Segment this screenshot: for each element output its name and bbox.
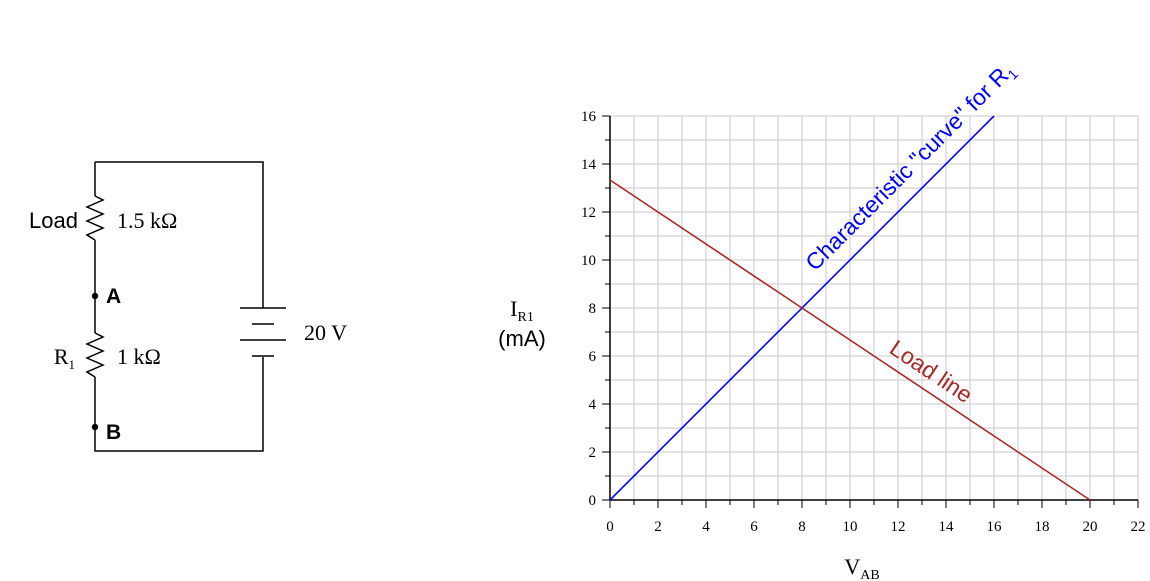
r1-label: R1 [54, 344, 75, 372]
load-value: 1.5 kΩ [117, 208, 177, 233]
x-tick-label: 22 [1131, 519, 1146, 535]
axes [602, 115, 1139, 508]
x-tick-label: 2 [654, 519, 662, 535]
y-tick-label: 4 [589, 397, 597, 413]
x-tick-label: 6 [750, 519, 758, 535]
load-label: Load [29, 208, 78, 233]
y-axis-label: IR1 [510, 296, 534, 325]
y-tick-label: 0 [589, 493, 597, 509]
x-tick-label: 0 [606, 519, 614, 535]
y-tick-label: 10 [581, 253, 596, 269]
r1-resistor [85, 332, 105, 378]
x-tick-label: 20 [1083, 519, 1098, 535]
y-tick-label: 8 [589, 301, 597, 317]
r1-value: 1 kΩ [117, 344, 161, 369]
circuit-diagram [85, 161, 286, 452]
x-axis-label-sub: AB [860, 568, 879, 581]
load-line [609, 179, 1091, 501]
x-tick-label: 8 [798, 519, 806, 535]
y-tick-label: 6 [589, 349, 597, 365]
x-tick-labels: 0 2 4 6 8 10 12 14 16 18 20 22 [606, 519, 1145, 535]
x-axis-label: VAB [844, 554, 879, 581]
x-tick-label: 12 [891, 519, 906, 535]
x-tick-label: 16 [987, 519, 1003, 535]
grid [609, 115, 1139, 501]
load-resistor [85, 195, 105, 241]
wire-r1-to-b [94, 357, 264, 452]
wire-top [95, 161, 264, 308]
characteristic-curve-label: Characteristic "curve" for R1 [800, 56, 1021, 277]
load-line-label: Load line [885, 335, 977, 408]
node-b-dot [91, 423, 99, 431]
x-tick-label: 18 [1035, 519, 1050, 535]
r1-label-sub: 1 [69, 357, 76, 372]
y-tick-label: 12 [581, 205, 596, 221]
x-tick-label: 10 [843, 519, 858, 535]
y-tick-label: 14 [581, 157, 597, 173]
y-axis-unit: (mA) [498, 326, 546, 351]
graph: 0 2 4 6 8 10 12 14 16 18 20 22 0 2 4 6 8 10 12 14 16 [581, 109, 1146, 535]
node-b-label: B [106, 421, 121, 444]
x-tick-label: 4 [702, 519, 710, 535]
node-a-label: A [106, 285, 121, 308]
y-axis-label-sub: R1 [517, 310, 533, 325]
y-tick-labels: 0 2 4 6 8 10 12 14 16 [581, 109, 597, 509]
y-tick-label: 2 [589, 445, 597, 461]
source-value: 20 V [304, 320, 347, 345]
node-a-dot [91, 292, 99, 300]
x-tick-label: 14 [939, 519, 955, 535]
series-lines [609, 115, 1091, 501]
y-tick-label: 16 [581, 109, 597, 125]
